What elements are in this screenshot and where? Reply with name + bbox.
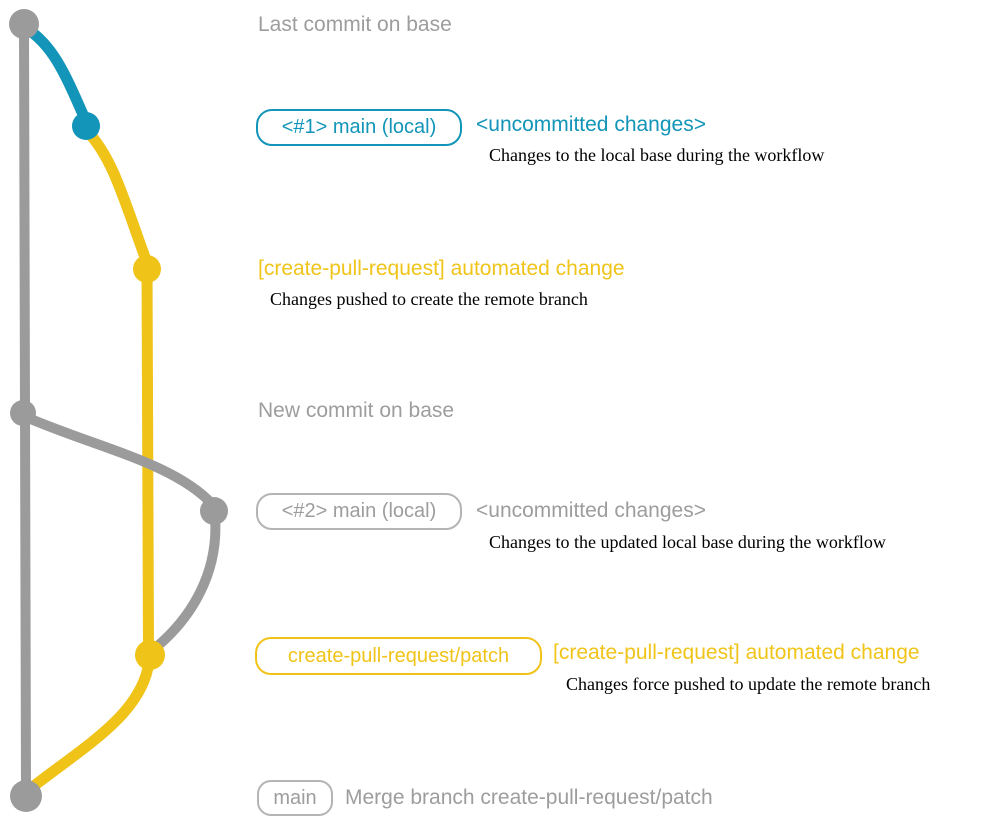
commit-node-last-base: [9, 9, 39, 39]
edge-base-to-main-local-1: [20, 22, 91, 125]
uncommitted-changes-title-1: <uncommitted changes>: [476, 113, 706, 136]
automated-change-desc-2: Changes force pushed to update the remot…: [566, 674, 931, 694]
uncommitted-changes-desc-1: Changes to the local base during the wor…: [489, 145, 825, 165]
commit-node-main-local-2: [200, 497, 228, 525]
edge-patch-to-merge-commit: [24, 656, 155, 795]
branch-label-main-local-2: <#2> main (local): [256, 493, 462, 530]
branch-label-main-local-2-text: <#2> main (local): [281, 500, 437, 522]
commit-node-new-base: [10, 400, 36, 426]
automated-change-title-2: [create-pull-request] automated change: [553, 641, 920, 664]
uncommitted-changes-desc-2: Changes to the updated local base during…: [489, 532, 886, 552]
branch-label-patch: create-pull-request/patch: [255, 637, 542, 675]
automated-change-title-1: [create-pull-request] automated change: [258, 257, 625, 280]
branch-label-main-local-1: <#1> main (local): [256, 109, 462, 146]
commit-node-automated-change-1: [133, 255, 161, 283]
branch-label-patch-text: create-pull-request/patch: [287, 644, 510, 667]
merge-commit-message: Merge branch create-pull-request/patch: [345, 786, 713, 809]
commit-node-main-local-1: [72, 112, 100, 140]
edge-main-local-1-to-patch-commit-1: [81, 125, 152, 266]
edge-new-base-to-main-local-2: [21, 412, 218, 510]
branch-label-main: main: [257, 780, 333, 816]
commit-node-automated-change-2: [135, 640, 165, 670]
branch-label-main-text: main: [273, 786, 317, 809]
branch-label-main-local-1-text: <#1> main (local): [281, 116, 437, 138]
automated-change-desc-1: Changes pushed to create the remote bran…: [270, 289, 588, 309]
commit-node-merge: [10, 780, 42, 812]
last-commit-on-base-label: Last commit on base: [258, 13, 452, 36]
edge-main-local-2-to-patch-commit-2: [149, 512, 221, 654]
uncommitted-changes-title-2: <uncommitted changes>: [476, 499, 706, 522]
new-commit-on-base-label: New commit on base: [258, 399, 455, 422]
